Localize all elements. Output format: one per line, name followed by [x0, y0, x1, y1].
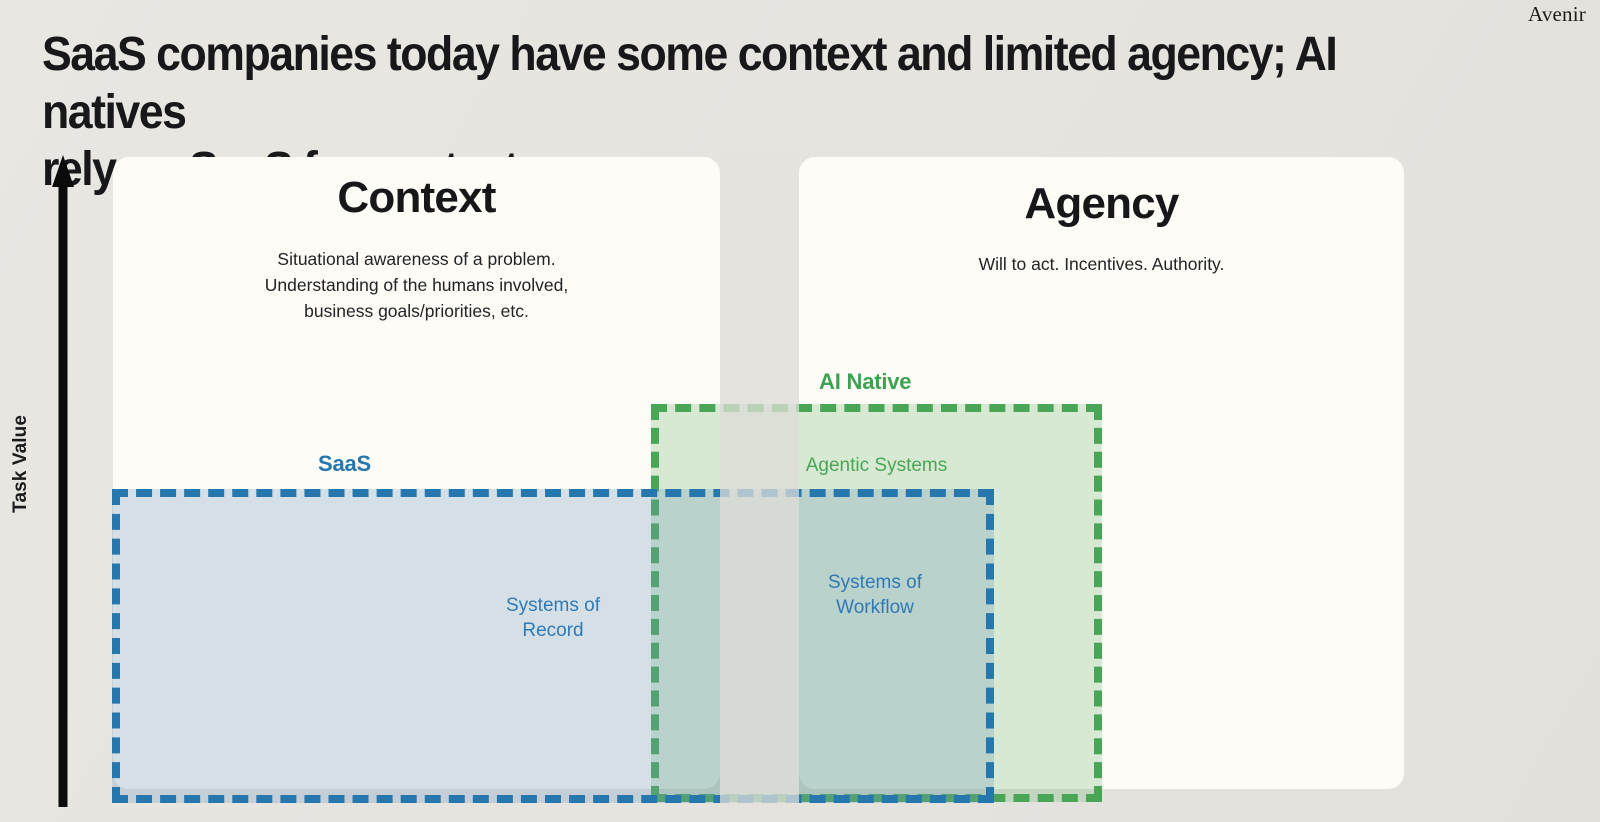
panel-context-title: Context	[337, 173, 496, 222]
region-ai-native-label: Agentic Systems	[805, 455, 948, 476]
y-axis-label: Task Value	[10, 415, 31, 513]
region-saas-tag: SaaS	[318, 451, 372, 476]
brand-wordmark: Avenir	[1528, 2, 1586, 26]
y-axis-arrow	[52, 155, 74, 807]
region-ai-native-tag: AI Native	[819, 369, 912, 394]
overlap-systems-of-workflow-label: Systems of Workflow	[828, 572, 922, 619]
panel-agency-description: Will to act. Incentives. Authority.	[978, 254, 1225, 274]
region-saas: Systems of Record	[112, 489, 994, 803]
region-saas-label: Systems of Record	[506, 595, 600, 642]
panel-agency-title: Agency	[1024, 179, 1179, 228]
panel-context-description: Situational awareness of a problem. Unde…	[264, 249, 569, 321]
panel-context: Context Situational awareness of a probl…	[113, 157, 720, 789]
